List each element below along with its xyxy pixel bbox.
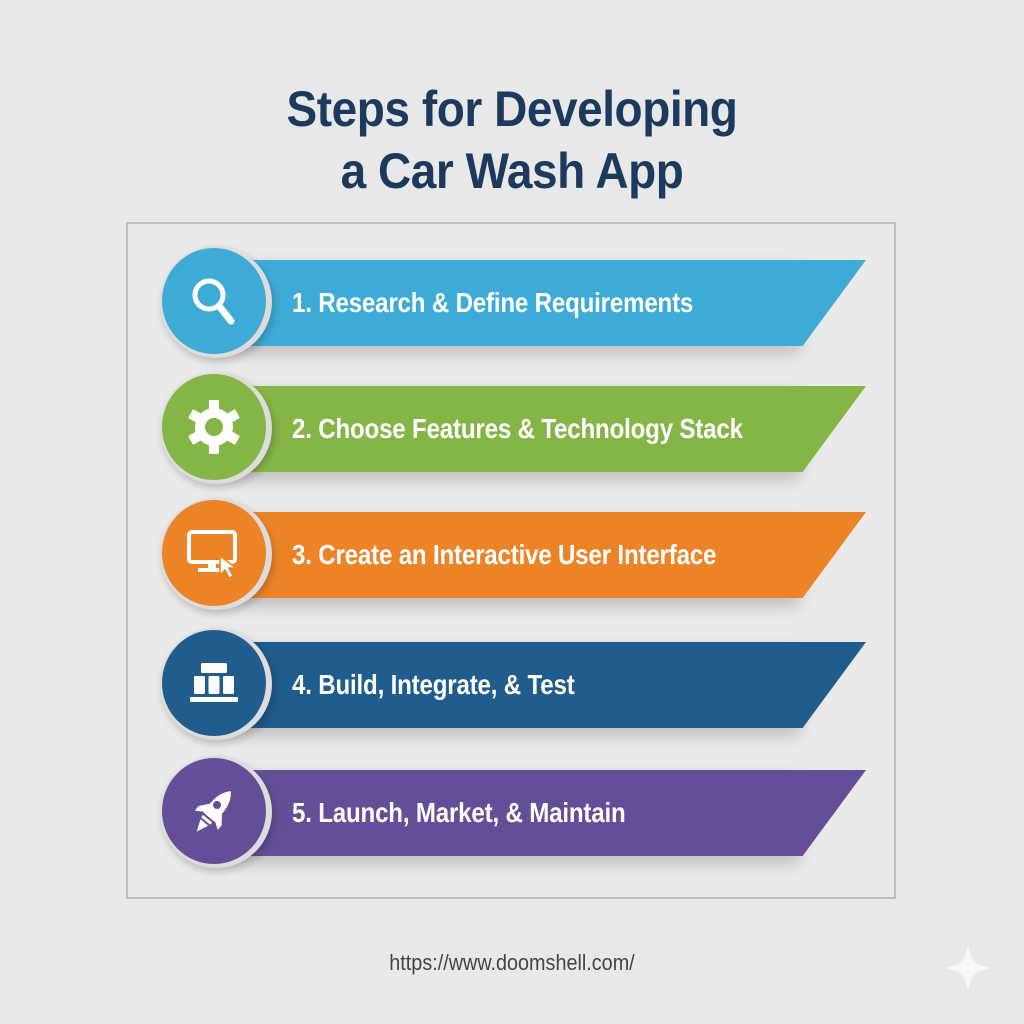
- building-blocks-icon: [190, 663, 238, 702]
- step-5: 5. Launch, Market, & Maintain: [160, 756, 870, 868]
- step-5-banner: [232, 770, 866, 856]
- step-2: 2. Choose Features & Technology Stack: [160, 372, 870, 484]
- gear-icon: [188, 400, 240, 454]
- step-5-icon-badge: [160, 756, 272, 868]
- step-3-label: 3. Create an Interactive User Interface: [292, 539, 717, 570]
- footer-url[interactable]: https://www.doomshell.com/: [389, 950, 635, 975]
- step-4-banner: [232, 642, 866, 728]
- magnifying-glass-icon: [192, 278, 235, 325]
- rocket-icon: [194, 791, 231, 832]
- step-3-banner: [232, 512, 866, 598]
- step-3: 3. Create an Interactive User Interface: [160, 498, 870, 610]
- sparkle-icon: [944, 944, 992, 992]
- step-1-icon-badge: [160, 246, 272, 358]
- step-2-icon-badge: [160, 372, 272, 484]
- step-4-label: 4. Build, Integrate, & Test: [292, 669, 575, 700]
- step-1: 1. Research & Define Requirements: [160, 246, 870, 358]
- step-2-banner: [232, 386, 866, 472]
- step-4-icon-badge: [160, 628, 272, 740]
- step-4: 4. Build, Integrate, & Test: [160, 628, 870, 740]
- step-5-label: 5. Launch, Market, & Maintain: [292, 797, 626, 828]
- infographic-title: Steps for Developing a Car Wash App: [41, 78, 983, 202]
- step-2-label: 2. Choose Features & Technology Stack: [292, 413, 743, 444]
- monitor-cursor-icon: [187, 530, 239, 580]
- step-1-label: 1. Research & Define Requirements: [292, 287, 694, 318]
- step-1-banner: [232, 260, 866, 346]
- title-line-2: a Car Wash App: [340, 143, 684, 199]
- title-line-1: Steps for Developing: [286, 81, 738, 137]
- step-3-icon-badge: [160, 498, 272, 610]
